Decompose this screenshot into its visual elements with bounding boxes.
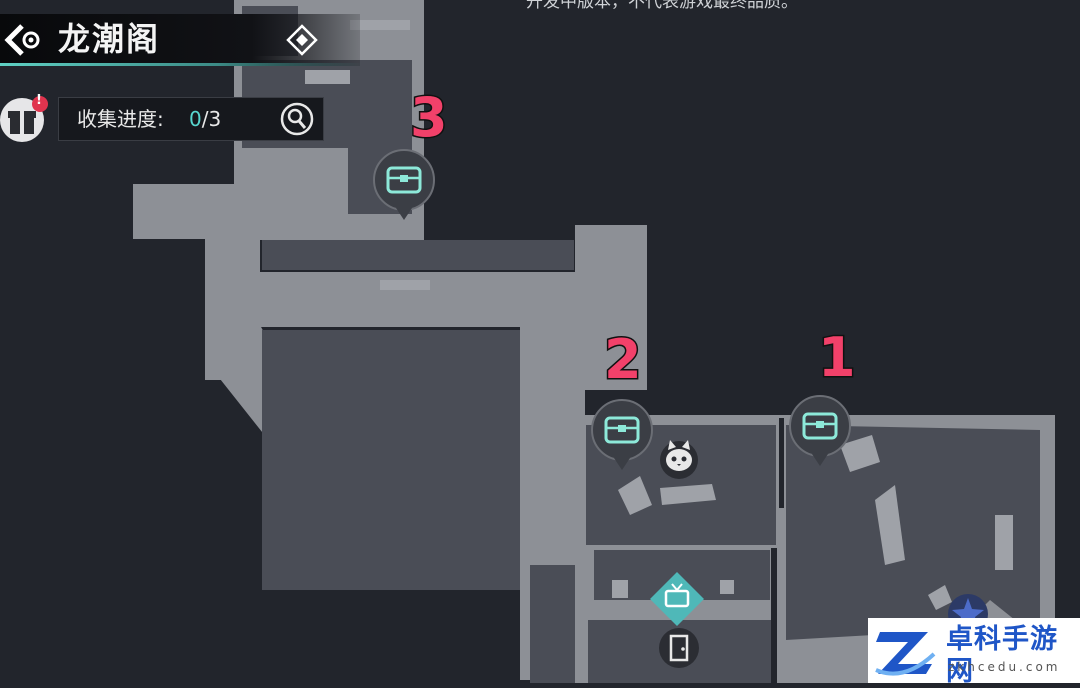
door-icon[interactable] — [656, 626, 702, 670]
map-details — [305, 20, 1013, 610]
magnifier-icon — [280, 102, 314, 136]
back-button[interactable] — [2, 22, 46, 58]
chest-marker-3[interactable] — [370, 148, 438, 224]
marker-number-2: 2 — [603, 328, 644, 391]
tv-icon[interactable] — [648, 570, 706, 628]
watermark: 卓科手游网 zkhcedu.com — [868, 618, 1080, 687]
search-collectibles-button[interactable] — [280, 102, 314, 136]
marker-number-3: 3 — [409, 86, 450, 149]
reward-gift-button[interactable]: ! — [0, 93, 50, 146]
cat-face-icon[interactable] — [656, 438, 702, 480]
watermark-title: 卓科手游网 — [946, 624, 1058, 687]
gift-icon — [0, 96, 48, 142]
page-title: 龙潮阁 — [58, 20, 161, 58]
progress-total: 3 — [208, 107, 222, 131]
map-walls — [771, 418, 784, 683]
progress-separator: / — [201, 107, 209, 131]
back-arrow-icon — [4, 24, 40, 56]
diamond-locate-icon — [286, 24, 318, 56]
collection-progress-panel: 收集进度: 0/3 — [58, 97, 324, 141]
chest-marker-2[interactable] — [588, 398, 656, 474]
locate-button[interactable] — [284, 24, 320, 56]
progress-label: 收集进度: — [77, 107, 164, 131]
treasure-chest-icon — [604, 416, 640, 444]
marker-number-1: 1 — [817, 326, 858, 389]
map-rooms — [242, 6, 1040, 683]
treasure-chest-icon — [386, 166, 422, 194]
progress-current: 0 — [189, 107, 202, 131]
chest-marker-1[interactable] — [786, 394, 854, 470]
dev-caption: 开发中版本，不代表游戏最终品质。 — [526, 0, 798, 12]
watermark-url: zkhcedu.com — [948, 660, 1061, 674]
treasure-chest-icon — [802, 412, 838, 440]
progress-value: 0/3 — [189, 107, 221, 131]
z-logo-icon — [875, 632, 936, 676]
banner-accent-line — [0, 63, 362, 66]
alert-badge: ! — [36, 93, 42, 108]
